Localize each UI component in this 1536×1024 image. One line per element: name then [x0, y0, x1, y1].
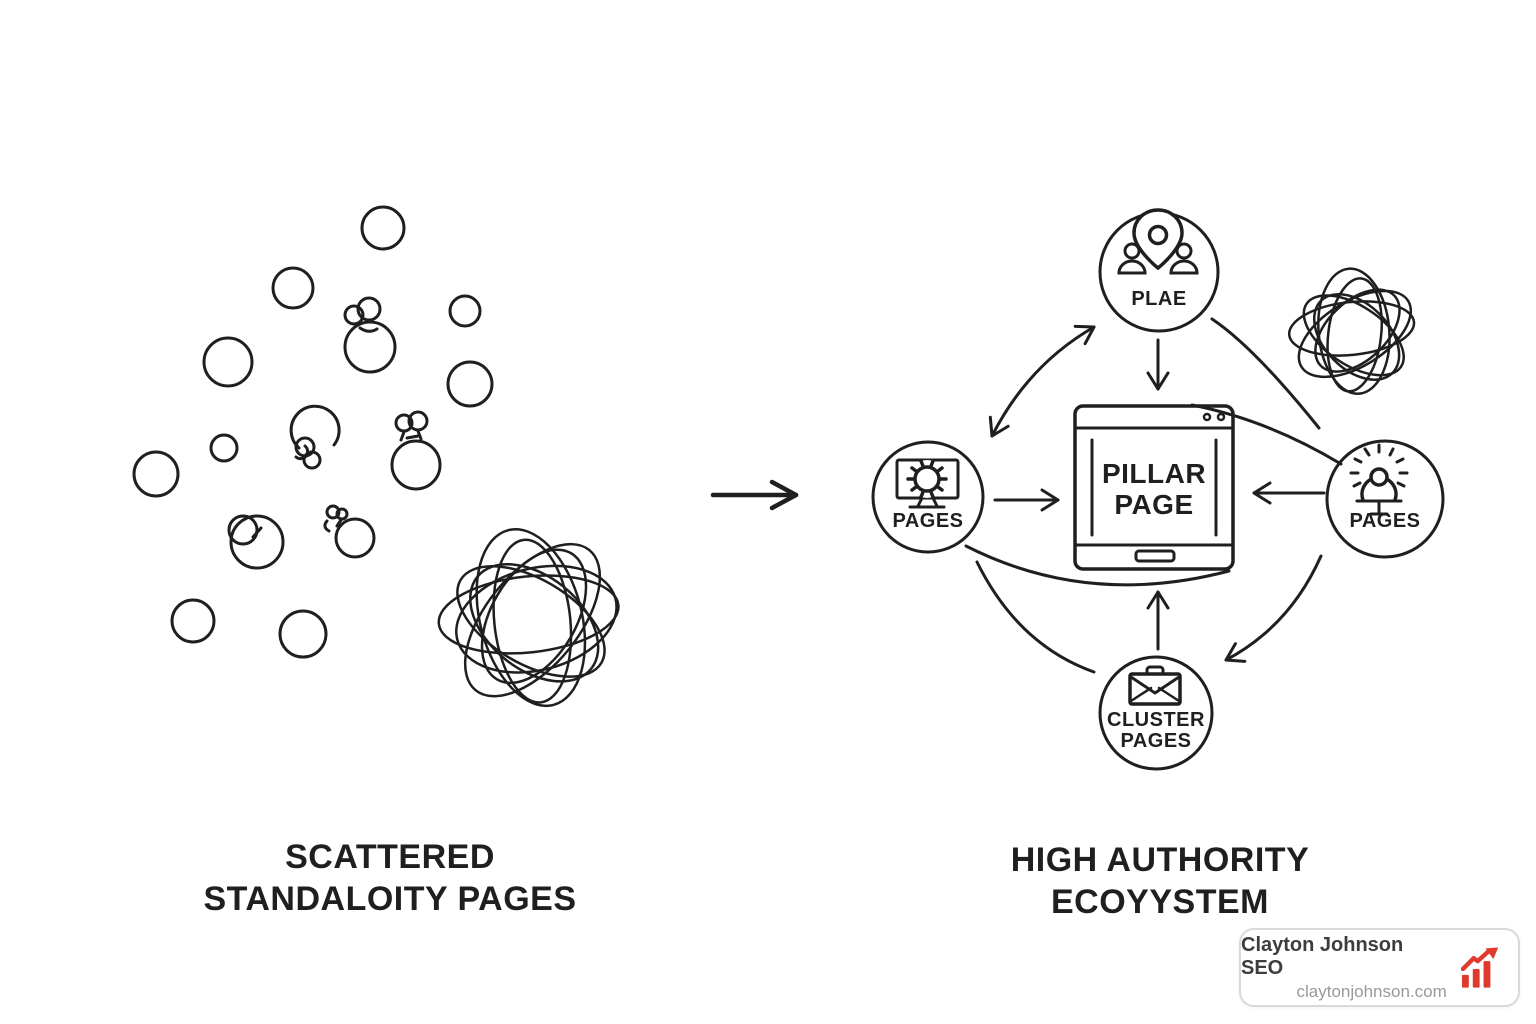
node-left-label: PAGES	[892, 510, 964, 532]
node-bottom-line2: PAGES	[1120, 730, 1192, 752]
pillar-line1: PILLAR	[1101, 458, 1207, 489]
watermark-badge: Clayton Johnson SEO claytonjohnson.com	[1239, 928, 1520, 1007]
right-caption-line1: HIGH AUTHORITY	[1010, 841, 1310, 879]
envelope-handle-icon	[1128, 665, 1182, 706]
scribble-tangle-right-icon	[1287, 267, 1416, 395]
badge-title: Clayton Johnson SEO	[1241, 933, 1404, 979]
curve-pillar-to-right-icon	[1190, 403, 1343, 466]
scattered-circles-icon	[132, 205, 494, 659]
curve-top-to-right-icon	[1210, 317, 1321, 430]
growth-chart-icon	[1460, 946, 1498, 988]
left-caption: SCATTERED STANDALOITY PAGES	[180, 836, 600, 920]
node-right-label: PAGES	[1349, 510, 1421, 532]
node-bottom-label: CLUSTER PAGES	[1096, 710, 1216, 752]
node-bottom-circle	[1098, 655, 1214, 771]
scribble-tangle-left-icon	[437, 527, 620, 708]
location-pin-people-icon	[1117, 208, 1199, 275]
connector-arrows	[964, 317, 1343, 674]
left-caption-line2: STANDALOITY PAGES	[203, 880, 577, 918]
node-bottom-line1: CLUSTER	[1107, 709, 1205, 731]
left-caption-line1: SCATTERED	[285, 838, 495, 876]
idea-person-rays-icon	[1349, 443, 1409, 516]
pillar-page-label: PILLAR PAGE	[1084, 458, 1224, 520]
badge-website: claytonjohnson.com	[1296, 981, 1447, 1001]
bubble-cluster-icon	[227, 296, 442, 570]
curve-left-under-pillar-icon	[964, 544, 1231, 587]
node-right-circle	[1325, 439, 1445, 559]
browser-window-icon	[1073, 404, 1235, 571]
arrow-left-top-double-icon	[988, 324, 1096, 438]
node-top-label: PLAE	[1131, 288, 1187, 310]
curve-left-to-bottom-icon	[975, 560, 1096, 674]
arrow-right-to-bottom-icon	[1224, 554, 1323, 663]
node-left-circle	[871, 440, 985, 554]
monitor-gear-icon	[895, 458, 960, 509]
badge-text: Clayton Johnson SEO claytonjohnson.com	[1241, 934, 1447, 1002]
pillar-line2: PAGE	[1114, 489, 1194, 520]
right-caption-line2: ECOYYSTEM	[1051, 883, 1269, 921]
right-caption: HIGH AUTHORITY ECOYYSTEM	[950, 839, 1370, 923]
